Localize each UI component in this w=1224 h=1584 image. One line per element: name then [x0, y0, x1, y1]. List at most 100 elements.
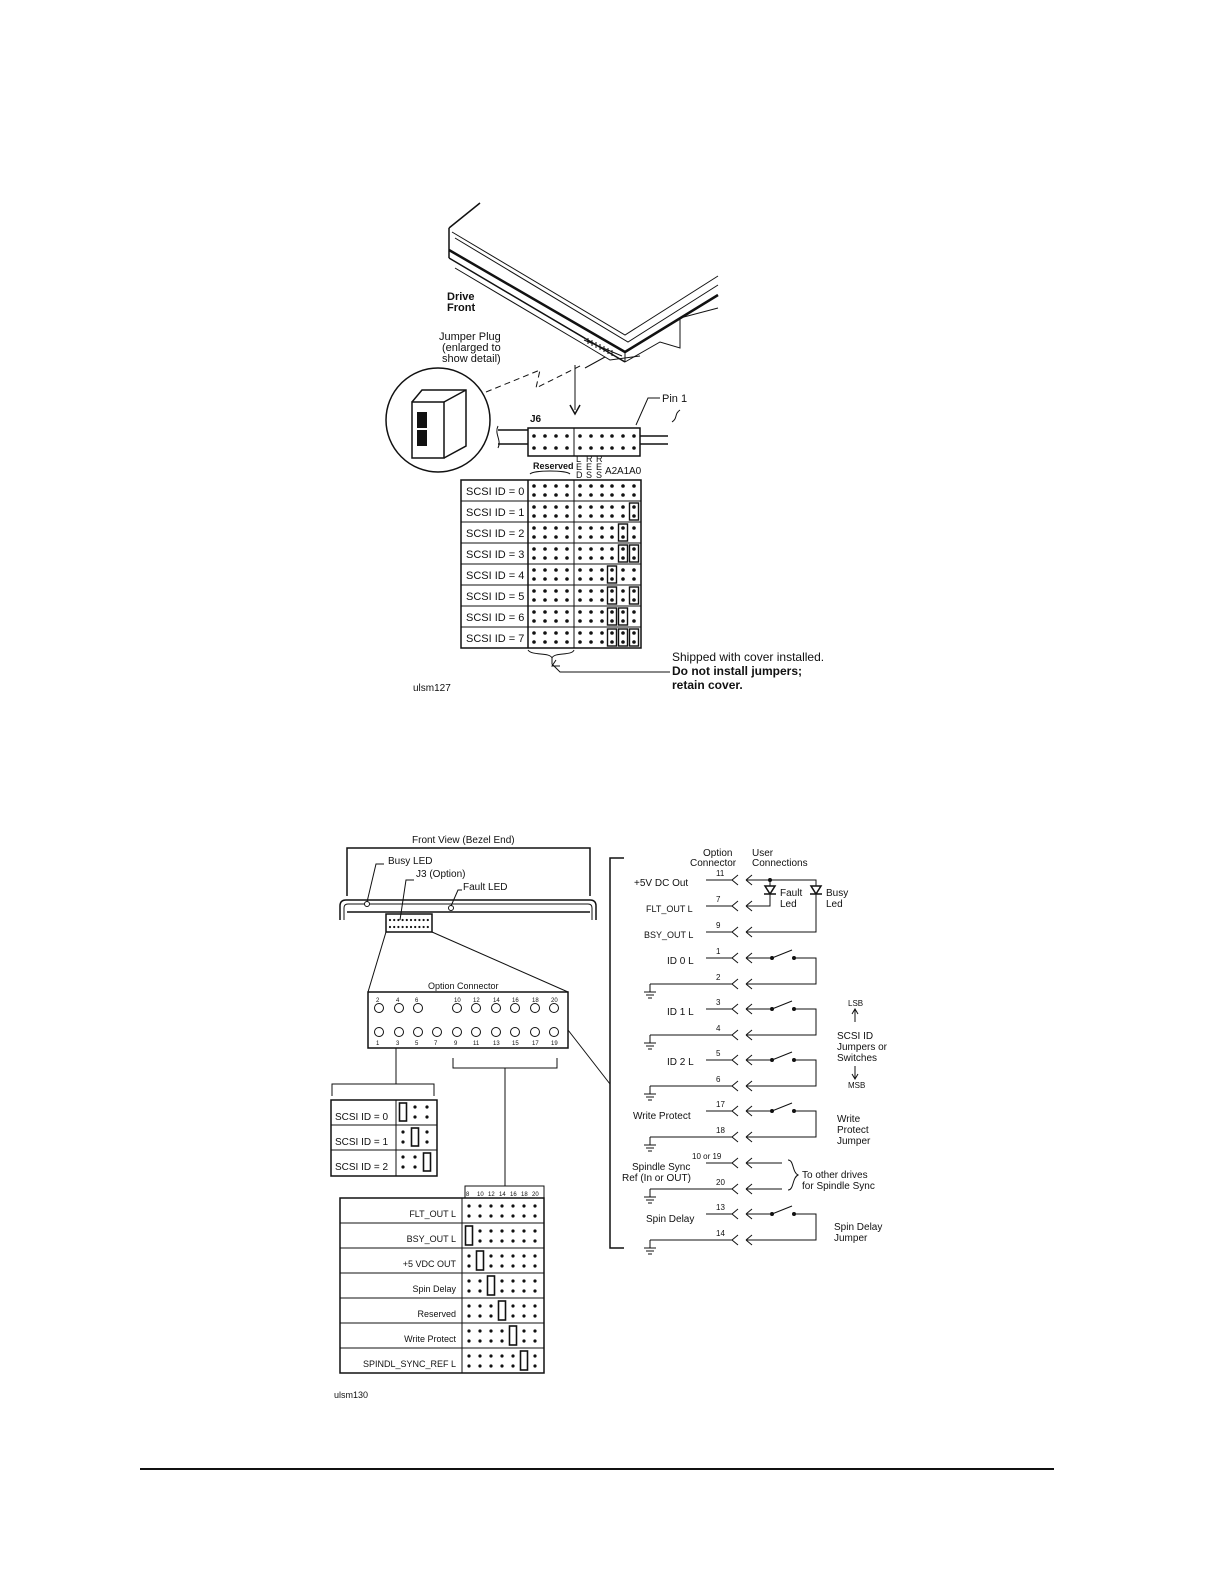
- svg-text:R: R: [586, 454, 593, 464]
- scsi-id-small-label: SCSI ID = 0: [335, 1112, 389, 1123]
- svg-text:14: 14: [493, 998, 500, 1004]
- scsi-id-small-label: SCSI ID = 2: [335, 1162, 389, 1173]
- schematic-header-option-1: Option: [703, 848, 732, 859]
- jumper-shunt: [398, 1102, 408, 1122]
- schematic-header-user-1: User: [752, 848, 774, 859]
- svg-text:2: 2: [376, 998, 380, 1004]
- scsi-id-row-label: SCSI ID = 7: [466, 633, 524, 645]
- jumper-shunt: [497, 1300, 507, 1321]
- sig-spin-delay: Spin Delay: [646, 1214, 694, 1225]
- col-a2-label: A2: [605, 466, 618, 477]
- svg-text:12: 12: [488, 1192, 495, 1198]
- svg-text:6: 6: [716, 1075, 721, 1084]
- col-res2-label: R E S: [596, 454, 603, 480]
- jumper-plug-label-1: Jumper Plug: [439, 331, 501, 343]
- option-connector-label: Option Connector: [428, 981, 499, 991]
- option-jumper-row: +5 VDC OUT: [340, 1247, 544, 1271]
- pin1-label: Pin 1: [662, 393, 687, 405]
- col-res1-label: R E S: [586, 454, 593, 480]
- svg-text:4: 4: [396, 998, 400, 1004]
- col-a1-label: A1: [617, 466, 630, 477]
- scsi-id-jumpers-2: Jumpers or: [837, 1042, 888, 1053]
- busy-led-label: Busy LED: [388, 856, 432, 867]
- sig-spindle-sync-2: Ref (In or OUT): [622, 1173, 691, 1184]
- sig-spindle-sync-1: Spindle Sync: [632, 1162, 690, 1173]
- schematic-header-user-2: Connections: [752, 858, 808, 869]
- option-jumper-row: SPINDL_SYNC_REF L: [340, 1347, 544, 1371]
- figure-option-connector: Front View (Bezel End) Busy LED J3 (Opti…: [330, 835, 888, 1400]
- j6-pin-dots: [532, 434, 636, 450]
- jumper-shunt: [606, 607, 618, 626]
- option-jumper-label: Spin Delay: [412, 1284, 456, 1294]
- scsi-id-row: SCSI ID = 5: [461, 584, 641, 605]
- spin-delay-jumper-2: Jumper: [834, 1233, 868, 1244]
- svg-text:L: L: [576, 454, 581, 464]
- svg-text:5: 5: [415, 1041, 419, 1047]
- scsi-id-small-row: SCSI ID = 2: [335, 1152, 432, 1173]
- scsi-id-row-label: SCSI ID = 1: [466, 507, 524, 519]
- j3-option-label: J3 (Option): [416, 869, 465, 880]
- fault-led-label: Fault LED: [463, 882, 507, 893]
- svg-text:3: 3: [716, 998, 721, 1007]
- svg-text:3: 3: [396, 1041, 400, 1047]
- jumper-shunt: [628, 628, 640, 647]
- scsi-id-row-label: SCSI ID = 2: [466, 528, 524, 540]
- svg-text:R: R: [596, 454, 603, 464]
- scsi-id-row: SCSI ID = 3: [461, 542, 641, 563]
- jumper-shunt: [606, 565, 618, 584]
- svg-text:20: 20: [716, 1178, 725, 1187]
- svg-text:20: 20: [532, 1192, 539, 1198]
- j6-header: [496, 425, 668, 457]
- sig-id0: ID 0 L: [667, 956, 694, 967]
- jumper-shunt: [617, 607, 629, 626]
- wp-jumper-1: Write: [837, 1114, 861, 1125]
- scsi-id-jumpers-3: Switches: [837, 1053, 877, 1064]
- col-a0-label: A0: [629, 466, 642, 477]
- jumper-shunt: [475, 1250, 485, 1271]
- figure2-id: ulsm130: [334, 1390, 368, 1400]
- svg-text:18: 18: [716, 1126, 725, 1135]
- jumper-plug-label-2: (enlarged to: [442, 342, 501, 354]
- jumper-plug-label-3: show detail): [442, 353, 501, 365]
- svg-text:10: 10: [477, 1192, 484, 1198]
- scsi-id-row-label: SCSI ID = 6: [466, 612, 524, 624]
- svg-text:1: 1: [716, 947, 721, 956]
- jumper-plug-detail: [385, 364, 583, 473]
- schematic-header-option-2: Connector: [690, 858, 737, 869]
- svg-text:7: 7: [434, 1041, 438, 1047]
- option-jumper-label: +5 VDC OUT: [403, 1259, 457, 1269]
- wp-jumper-3: Jumper: [837, 1136, 871, 1147]
- option-jumper-row: Reserved: [340, 1297, 544, 1321]
- lsb-label: LSB: [848, 999, 863, 1008]
- svg-text:7: 7: [716, 895, 721, 904]
- svg-text:9: 9: [716, 921, 721, 930]
- scsi-id-row: SCSI ID = 0: [466, 484, 636, 498]
- other-drives-2: for Spindle Sync: [802, 1181, 875, 1192]
- jumper-shunt: [628, 544, 640, 563]
- svg-text:10 or 19: 10 or 19: [692, 1152, 722, 1161]
- figure1-id: ulsm127: [413, 683, 451, 694]
- jumper-shunt: [617, 544, 629, 563]
- svg-text:16: 16: [510, 1192, 517, 1198]
- sig-bsy-out: BSY_OUT L: [644, 930, 693, 940]
- scsi-id-row-label: SCSI ID = 3: [466, 549, 524, 561]
- scsi-id-row-label: SCSI ID = 0: [466, 486, 524, 498]
- svg-text:4: 4: [716, 1024, 721, 1033]
- svg-text:2: 2: [716, 973, 721, 982]
- note-line-2: Do not install jumpers;: [672, 664, 802, 678]
- fault-led-user-1: Fault: [780, 888, 802, 899]
- svg-text:13: 13: [716, 1203, 725, 1212]
- jumper-shunt: [464, 1225, 474, 1246]
- svg-text:14: 14: [716, 1229, 725, 1238]
- figure-j6-jumpers: Drive Front Jumper Plug (enlarged to sho…: [385, 202, 824, 694]
- svg-text:10: 10: [454, 998, 461, 1004]
- jumper-shunt: [617, 628, 629, 647]
- jumper-shunt: [410, 1127, 420, 1147]
- scsi-id-jumpers-1: SCSI ID: [837, 1031, 873, 1042]
- svg-text:18: 18: [521, 1192, 528, 1198]
- bezel-illustration: [339, 847, 597, 933]
- svg-text:8: 8: [466, 1192, 470, 1198]
